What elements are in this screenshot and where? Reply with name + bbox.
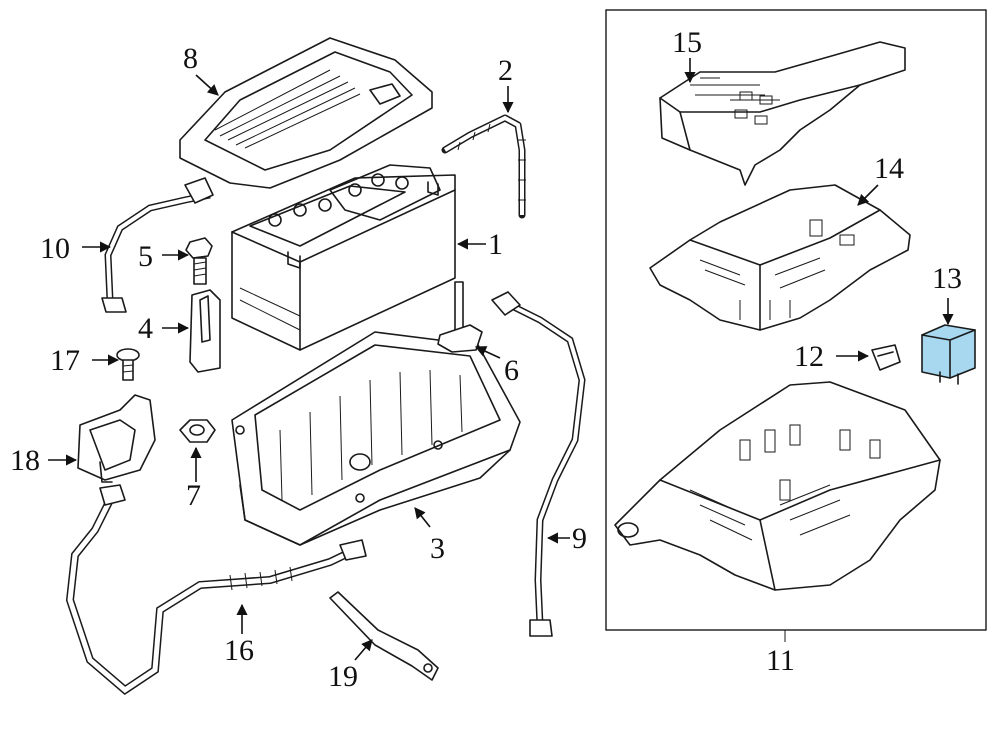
leader-arrows	[48, 58, 954, 661]
relay-part-13[interactable]	[921, 324, 976, 385]
group-box-11	[605, 9, 987, 631]
callout-6: 6	[504, 354, 519, 387]
callout-18: 18	[10, 444, 40, 477]
callout-15: 15	[672, 26, 702, 59]
bolt-part-5[interactable]	[185, 237, 213, 285]
cable-part-10[interactable]	[101, 177, 214, 313]
callout-2: 2	[498, 54, 513, 87]
callout-1: 1	[488, 228, 503, 261]
screw-part-17[interactable]	[116, 348, 140, 381]
fuse-cover-part-15[interactable]	[659, 41, 906, 186]
cable-part-2[interactable]	[441, 114, 526, 219]
bracket-part-4[interactable]	[189, 289, 221, 373]
cable-part-9[interactable]	[491, 291, 586, 637]
callout-7: 7	[186, 479, 201, 512]
battery-part-1[interactable]	[231, 164, 456, 351]
callout-10: 10	[40, 232, 70, 265]
bracket-part-19[interactable]	[329, 591, 439, 681]
callout-4: 4	[138, 312, 153, 345]
callout-11: 11	[766, 644, 795, 677]
battery-cover-part-8[interactable]	[179, 37, 433, 189]
callout-19: 19	[328, 660, 358, 693]
callout-14: 14	[874, 152, 904, 185]
callout-13: 13	[932, 262, 962, 295]
callout-8: 8	[183, 42, 198, 75]
callout-17: 17	[50, 344, 80, 377]
callout-16: 16	[224, 634, 254, 667]
callout-9: 9	[572, 522, 587, 555]
nut-part-7[interactable]	[179, 419, 216, 443]
fuse-box-housing-part-11[interactable]	[614, 381, 941, 591]
stud-bracket-part-6[interactable]	[437, 281, 483, 353]
battery-tray-part-3[interactable]	[231, 331, 521, 546]
terminal-part-18[interactable]	[77, 394, 156, 483]
fuse-part-12[interactable]	[871, 344, 901, 371]
callout-5: 5	[138, 240, 153, 273]
callout-12: 12	[794, 340, 824, 373]
callout-3: 3	[430, 532, 445, 565]
cable-part-16[interactable]	[65, 484, 367, 696]
fuse-carrier-part-14[interactable]	[649, 184, 911, 331]
